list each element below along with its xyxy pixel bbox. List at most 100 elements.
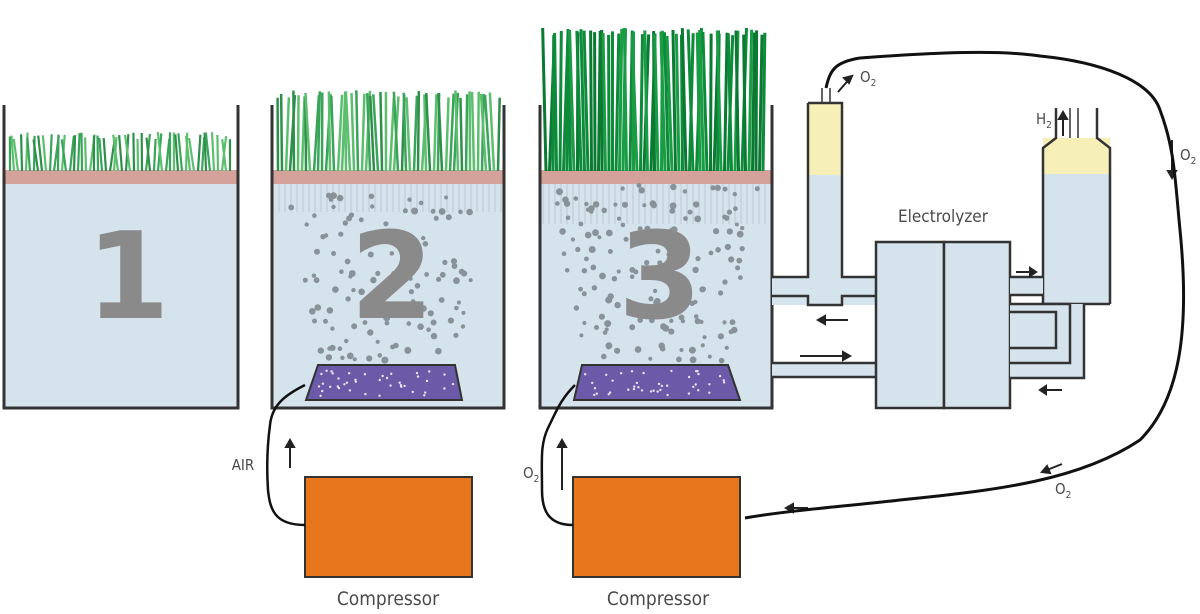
diffuser-pore <box>591 381 594 385</box>
grass-blade <box>316 91 322 172</box>
diffuser-pore <box>378 394 381 397</box>
bubble <box>588 246 596 253</box>
bubble <box>570 237 576 242</box>
tank-2-number: 2 <box>350 208 434 347</box>
grass-blade <box>424 93 432 172</box>
bubble <box>605 229 613 237</box>
bubble <box>445 214 452 221</box>
tank-2-bubbles <box>288 192 473 364</box>
grass-blade <box>723 32 729 172</box>
o2-column-outline <box>772 101 876 379</box>
bubble <box>621 201 629 208</box>
diffuser-pore <box>722 381 726 384</box>
bubble <box>370 276 377 284</box>
bubble <box>314 248 320 255</box>
bubble <box>738 275 743 280</box>
bubble <box>562 196 569 203</box>
tank-3-diffuser <box>572 364 742 401</box>
bubble <box>311 273 317 278</box>
diffuser-pore <box>697 372 700 376</box>
diffuser-pore <box>385 376 389 380</box>
bubble <box>637 226 643 232</box>
bubble <box>575 246 581 253</box>
bubble <box>683 216 688 221</box>
grass-blade <box>674 33 681 172</box>
diffuser-pore <box>321 389 324 393</box>
bubble <box>388 302 394 307</box>
h2-column-tube <box>1069 108 1079 138</box>
grass-blade <box>350 93 356 172</box>
grass-blade <box>84 137 88 172</box>
bubble <box>722 186 728 192</box>
bubble <box>722 320 727 325</box>
grass-blade <box>734 30 740 172</box>
bubble <box>317 347 324 354</box>
bubble <box>614 347 621 354</box>
electrolyzer-label: Electrolyzer <box>898 207 989 227</box>
arrow-h2-up <box>1057 109 1069 136</box>
bubble <box>679 348 684 352</box>
bubble <box>616 269 621 274</box>
tank-2: 2 <box>270 90 506 410</box>
bubble <box>454 305 459 311</box>
diffuser-pore <box>708 391 711 394</box>
bubble <box>669 208 676 214</box>
bubble <box>688 346 696 354</box>
bubble <box>323 318 328 324</box>
h2-column-gas <box>1043 138 1110 174</box>
bubble <box>559 228 566 235</box>
diffuser-pore <box>364 392 367 396</box>
diffuser-pore <box>722 379 725 382</box>
o2-return-line <box>744 50 1186 520</box>
diffuser-pore <box>390 372 393 375</box>
bubble <box>657 260 663 266</box>
tank-3-bubbles <box>555 182 760 364</box>
grass-blade <box>12 138 20 172</box>
bubble <box>689 356 697 364</box>
bubble <box>655 248 661 254</box>
tank-3-number: 3 <box>618 208 702 347</box>
bubble <box>728 256 735 263</box>
grass-blade <box>216 134 220 172</box>
grass-blade <box>437 92 444 172</box>
bubble <box>453 332 459 338</box>
bubble <box>640 305 646 311</box>
grass-blade <box>118 135 124 172</box>
bubble <box>736 230 744 238</box>
bubble <box>366 355 373 362</box>
bubble <box>633 269 639 275</box>
tank-1-soil <box>4 170 238 184</box>
bubble <box>413 251 420 258</box>
bubble <box>331 204 336 210</box>
bubble <box>723 215 730 221</box>
grass-blade <box>112 134 120 172</box>
bubble <box>433 215 439 221</box>
grass-blade <box>68 135 75 172</box>
grass-blade <box>60 139 68 172</box>
grass-blade <box>566 28 572 172</box>
bubble <box>410 299 416 304</box>
grass-blade <box>579 29 586 172</box>
bubble <box>370 204 375 209</box>
grass-blade <box>355 90 360 172</box>
compressor-1-label: Compressor <box>337 588 440 610</box>
bubble <box>729 319 736 326</box>
o2-tank3-sub: 2 <box>534 474 540 485</box>
grass-blade <box>344 91 352 172</box>
bubble <box>668 228 674 234</box>
bubble <box>648 356 653 361</box>
bubble <box>634 346 642 353</box>
bubble <box>715 247 721 253</box>
grass-blade <box>630 34 639 172</box>
diffuser-pore <box>425 379 429 383</box>
bubble <box>408 276 413 281</box>
arrow-o2-up <box>837 74 854 93</box>
grass-blade <box>72 135 77 172</box>
bubble <box>383 221 389 227</box>
o2-right-label: O2 <box>1180 146 1196 167</box>
bubble <box>391 270 398 277</box>
bubble <box>708 250 714 256</box>
diffuser-pore <box>389 384 392 387</box>
grass-blade <box>680 28 688 172</box>
diffuser-pore <box>659 388 662 392</box>
